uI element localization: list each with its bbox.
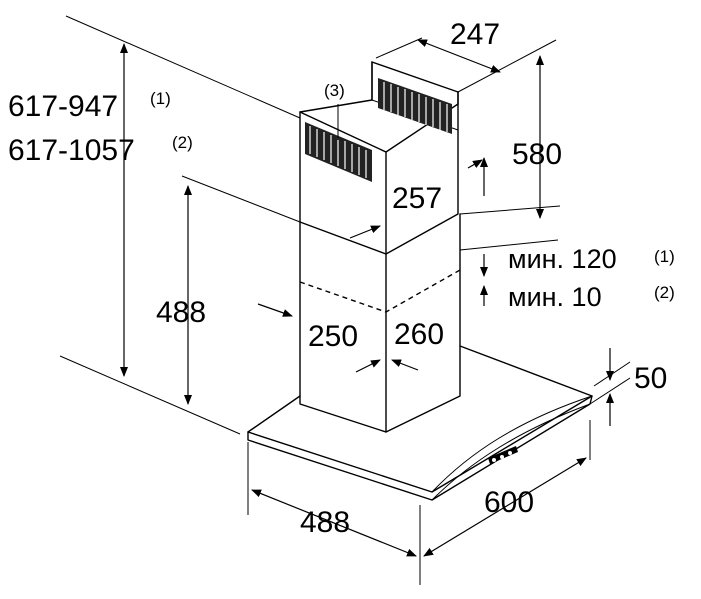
label-upper-height: 580 [512, 138, 562, 171]
extension-lines [59, 15, 631, 585]
dim-chimney-depth-top [417, 39, 501, 73]
dim-lower-width [257, 303, 419, 373]
label-canopy-thickness: 50 [634, 362, 667, 395]
label-height-range-2: 617-1057 [8, 134, 135, 167]
lower-chimney [299, 213, 461, 433]
dim-canopy-depth [251, 489, 417, 557]
label-canopy-width: 600 [484, 486, 534, 519]
label-canopy-depth: 488 [300, 506, 350, 539]
label-min-gap-1: мин. 120 [508, 244, 617, 274]
note-min-gap-1: (1) [654, 247, 675, 266]
note-height-range-2: (2) [172, 133, 193, 152]
note-height-range-1: (1) [150, 89, 171, 108]
vent-grille-left [305, 122, 372, 182]
label-lower-depth: 260 [394, 318, 444, 351]
label-upper-width: 257 [392, 182, 442, 215]
label-lower-width: 250 [308, 320, 358, 353]
label-chimney-depth-top: 247 [450, 18, 500, 51]
vent-grille-right [378, 78, 452, 134]
label-min-gap-2: мин. 10 [508, 282, 602, 312]
label-lower-height: 488 [156, 296, 206, 329]
dim-canopy-width [423, 457, 587, 557]
dim-upper-width [349, 157, 488, 239]
note-grille: (3) [324, 81, 345, 100]
note-min-gap-2: (2) [654, 283, 675, 302]
label-height-range-1: 617-947 [8, 90, 118, 123]
